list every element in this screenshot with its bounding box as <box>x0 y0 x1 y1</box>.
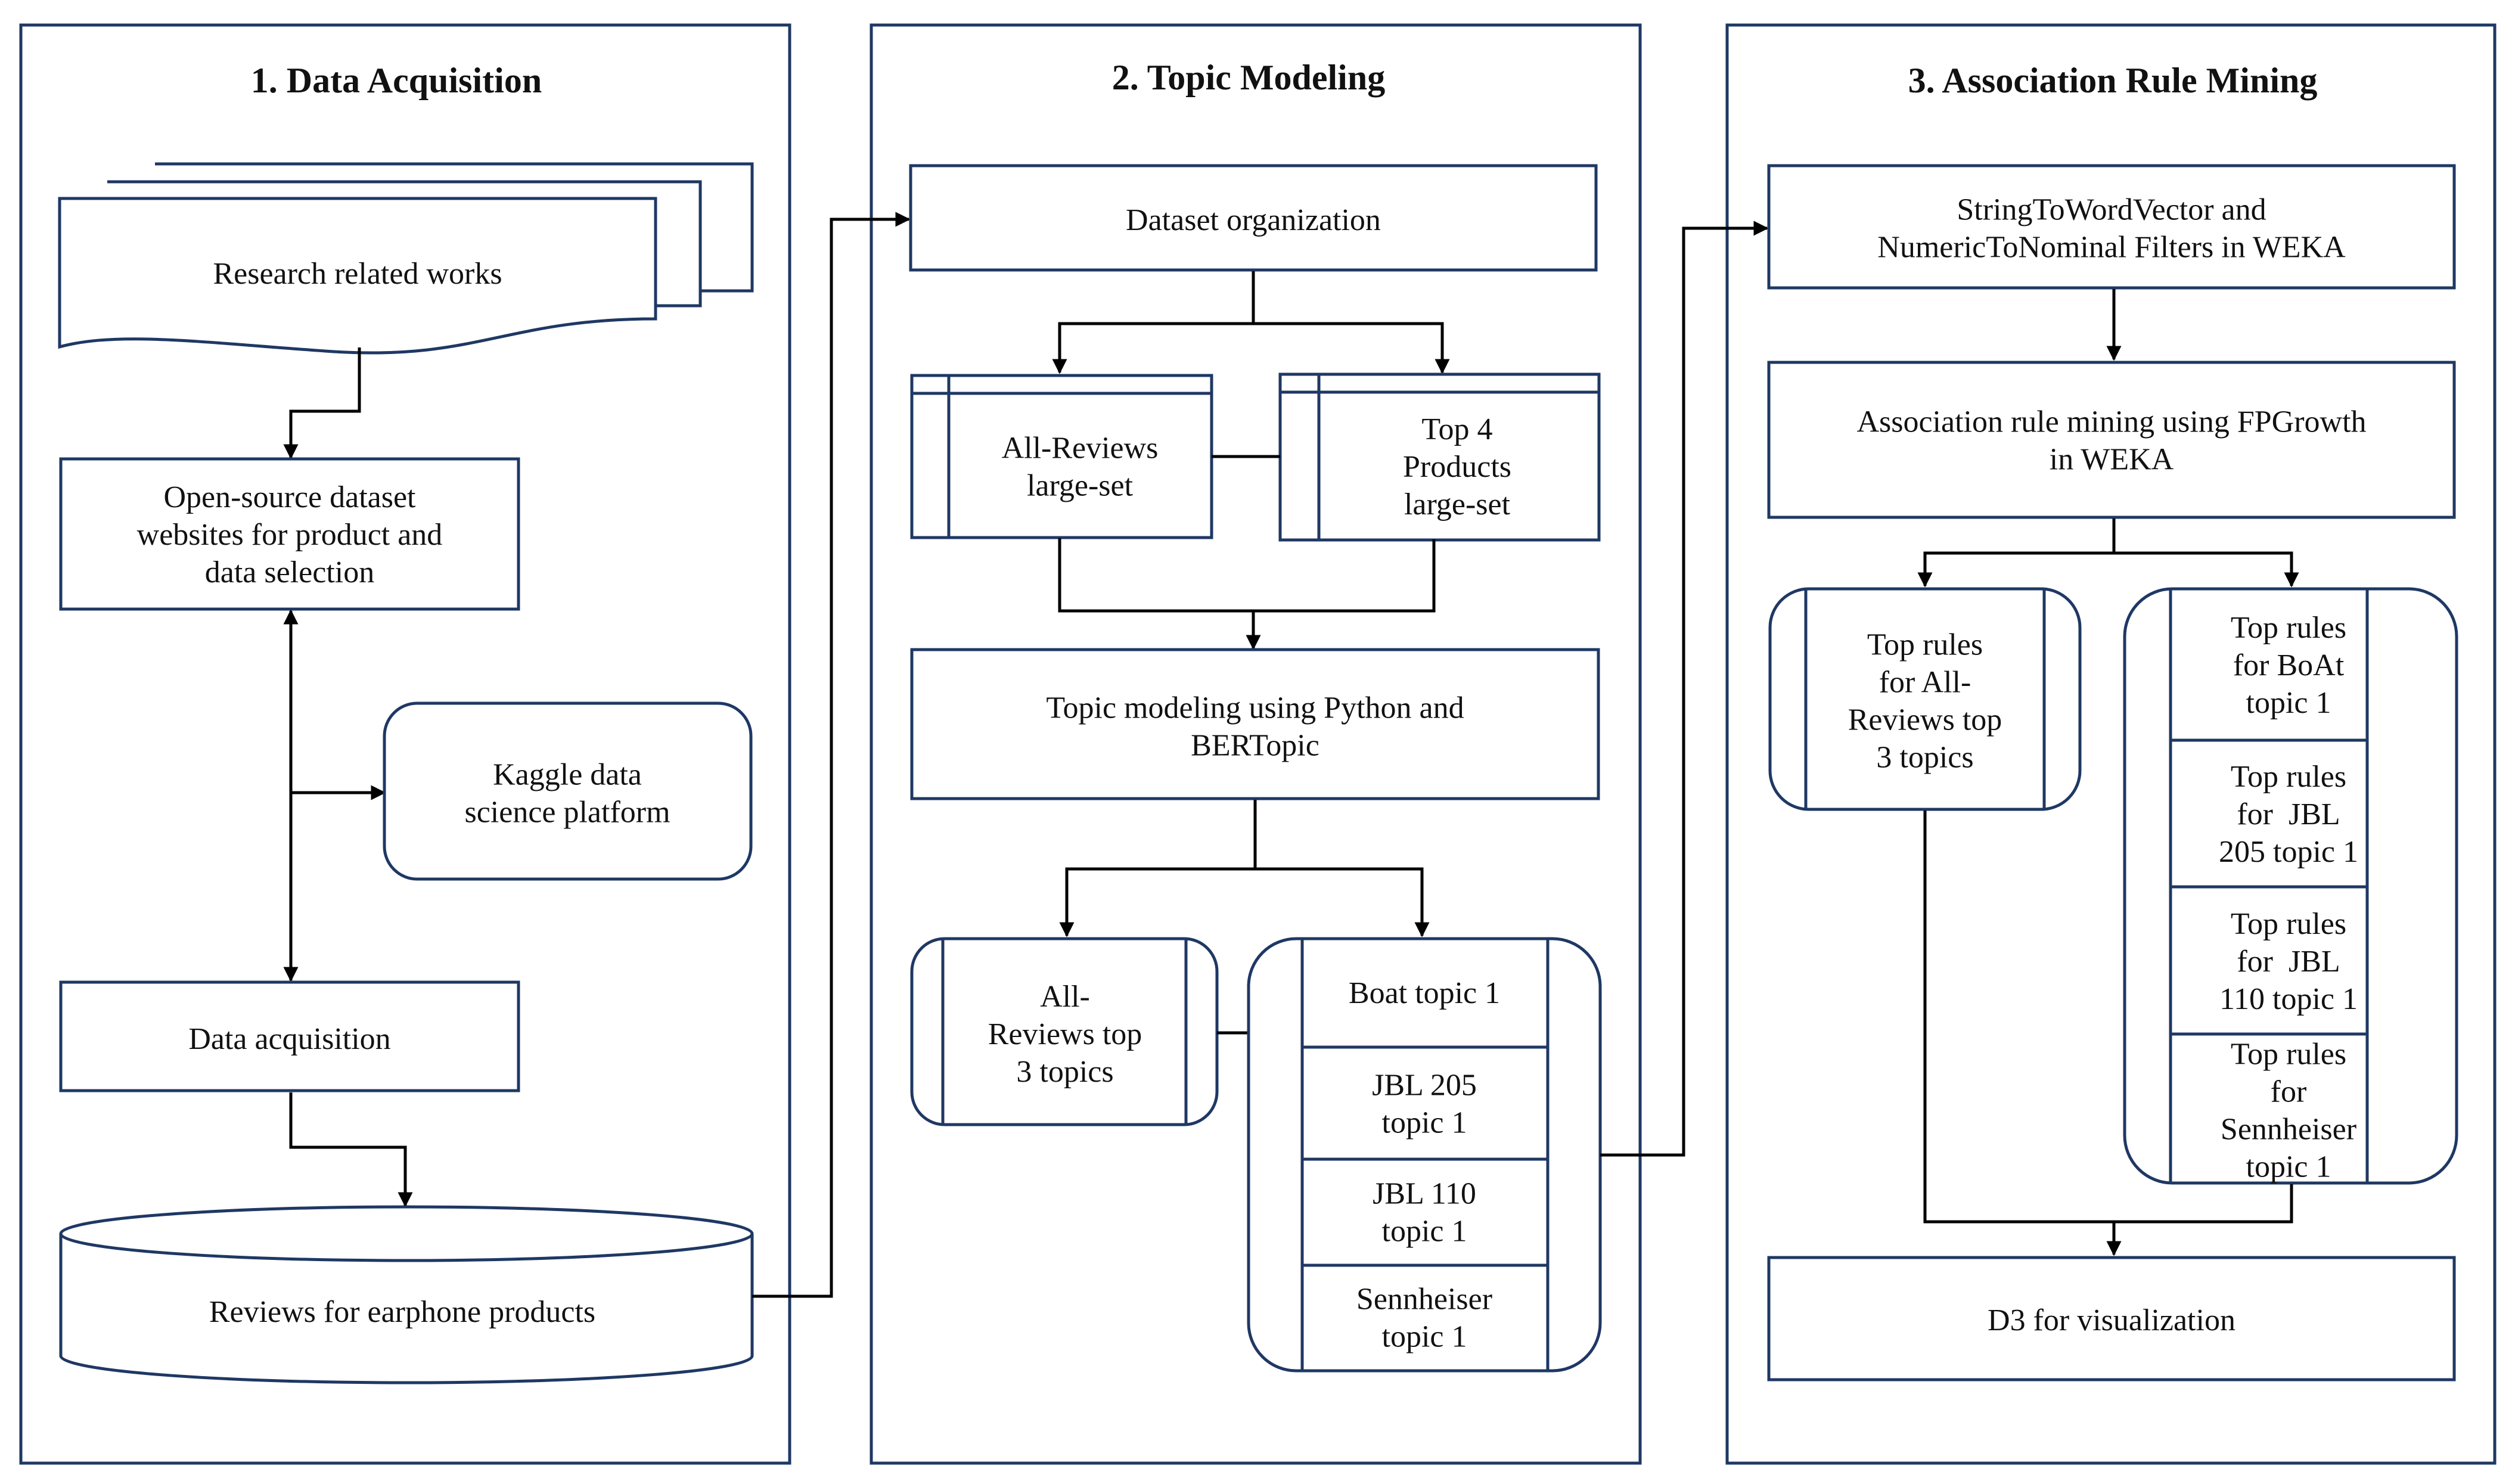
d3-visualization-label: D3 for visualization <box>1988 1303 2235 1337</box>
label-line: Sennheiser <box>1356 1283 1492 1317</box>
top-rules-all-reviews-label: Top rules for All-Reviews top 3 topics <box>1848 628 2002 775</box>
label-line: Products <box>1403 450 1511 484</box>
label-line: BERTopic <box>1191 729 1319 763</box>
reviews-database-label: Reviews for earphone products <box>209 1295 595 1329</box>
panel-topic-modeling <box>870 23 1642 1465</box>
all-reviews-top3-topics-label: All-Reviews top 3 topics <box>988 980 1142 1089</box>
top4-products-large-set-node: Top 4 Products large-set <box>1278 372 1601 542</box>
label-line: JBL 110 <box>1373 1177 1476 1211</box>
product-topic-boat: Boat topic 1 <box>1349 976 1500 1010</box>
top4-products-large-set-label: Top 4 Products large-set <box>1403 412 1511 521</box>
label-line: 205 topic 1 <box>2219 835 2358 869</box>
label-line: 3 topics <box>1876 741 1973 775</box>
label-line: websites for product and <box>137 518 443 552</box>
top-rules-all-reviews-node: Top rules for All-Reviews top 3 topics <box>1768 587 2082 811</box>
label-line: 3 topics <box>1016 1055 1113 1089</box>
reviews-database-node: Reviews for earphone products <box>59 1205 754 1384</box>
label-line: Top rules <box>1867 628 1983 662</box>
label-line: in WEKA <box>2050 443 2174 477</box>
label-line: topic 1 <box>1382 1320 1467 1354</box>
fpgrowth-node: Association rule mining using FPGrowth in… <box>1767 361 2456 519</box>
panel-title-acquisition: 1. Data Acquisition <box>251 61 542 100</box>
label-line: Reviews top <box>988 1017 1142 1051</box>
open-source-dataset-node: Open-source dataset websites for product … <box>59 457 520 611</box>
label-line: D3 for visualization <box>1988 1303 2235 1337</box>
label-line: Data acquisition <box>188 1022 390 1056</box>
label-line: Top rules <box>2231 1038 2346 1072</box>
label-line: Boat topic 1 <box>1349 976 1500 1010</box>
label-line: Top rules <box>2231 907 2346 941</box>
label-line: Research related works <box>213 257 502 291</box>
label-line: for All- <box>1879 666 1971 700</box>
label-line: for JBL <box>2237 797 2340 831</box>
label-line: Open-source dataset <box>163 480 416 514</box>
label-line: Top rules <box>2231 611 2346 645</box>
label-line: topic 1 <box>2246 1150 2331 1184</box>
dataset-organization-label: Dataset organization <box>1126 203 1381 237</box>
label-line: Kaggle data <box>493 758 642 792</box>
label-line: Reviews for earphone products <box>209 1295 595 1329</box>
panel-association-rule-mining <box>1725 23 2497 1465</box>
dataset-organization-node: Dataset organization <box>909 164 1598 272</box>
label-line: science platform <box>464 796 670 830</box>
kaggle-platform-label: Kaggle data science platform <box>464 758 670 830</box>
label-line: large-set <box>1027 469 1134 503</box>
label-line: All-Reviews <box>1002 431 1159 465</box>
label-line: topic 1 <box>1382 1215 1467 1249</box>
label-line: StringToWordVector and <box>1957 193 2266 227</box>
label-line: for JBL <box>2237 945 2340 979</box>
product-topic-jbl110: JBL 110 topic 1 <box>1373 1177 1476 1249</box>
label-line: Dataset organization <box>1126 203 1381 237</box>
label-line: Top 4 <box>1421 412 1492 446</box>
label-line: data selection <box>205 555 374 589</box>
label-line: 110 topic 1 <box>2219 982 2358 1016</box>
research-related-works-node: Research related works <box>58 162 754 355</box>
label-line: for <box>2271 1075 2307 1109</box>
label-line: Topic modeling using Python and <box>1046 691 1464 725</box>
panel-data-acquisition <box>19 23 791 1465</box>
panel-title-topic: 2. Topic Modeling <box>1112 58 1385 97</box>
panel-title-association: 3. Association Rule Mining <box>1908 61 2318 100</box>
label-line: Reviews top <box>1848 703 2002 737</box>
label-line: topic 1 <box>1382 1106 1467 1140</box>
label-line: NumericToNominal Filters in WEKA <box>1877 231 2346 265</box>
label-line: Association rule mining using FPGrowth <box>1856 405 2366 439</box>
all-reviews-large-set-label: All-Reviews large-set <box>1002 431 1159 503</box>
data-acquisition-label: Data acquisition <box>188 1022 390 1056</box>
label-line: Top rules <box>2231 760 2346 794</box>
fpgrowth-label: Association rule mining using FPGrowth in… <box>1856 405 2366 477</box>
label-line: for BoAt <box>2233 648 2345 682</box>
label-line: All- <box>1040 980 1090 1014</box>
label-line: topic 1 <box>2246 686 2331 720</box>
label-line: large-set <box>1404 488 1511 521</box>
research-related-works-label: Research related works <box>213 257 502 291</box>
all-reviews-top3-topics-node: All-Reviews top 3 topics <box>910 937 1219 1126</box>
label-line: Sennheiser <box>2221 1113 2356 1147</box>
open-source-dataset-label: Open-source dataset websites for product … <box>137 480 443 589</box>
label-line: JBL 205 <box>1372 1069 1477 1103</box>
kaggle-platform-node: Kaggle data science platform <box>383 701 753 881</box>
all-reviews-large-set-node: All-Reviews large-set <box>910 374 1213 539</box>
d3-visualization-node: D3 for visualization <box>1767 1256 2456 1381</box>
data-acquisition-node: Data acquisition <box>59 980 520 1092</box>
